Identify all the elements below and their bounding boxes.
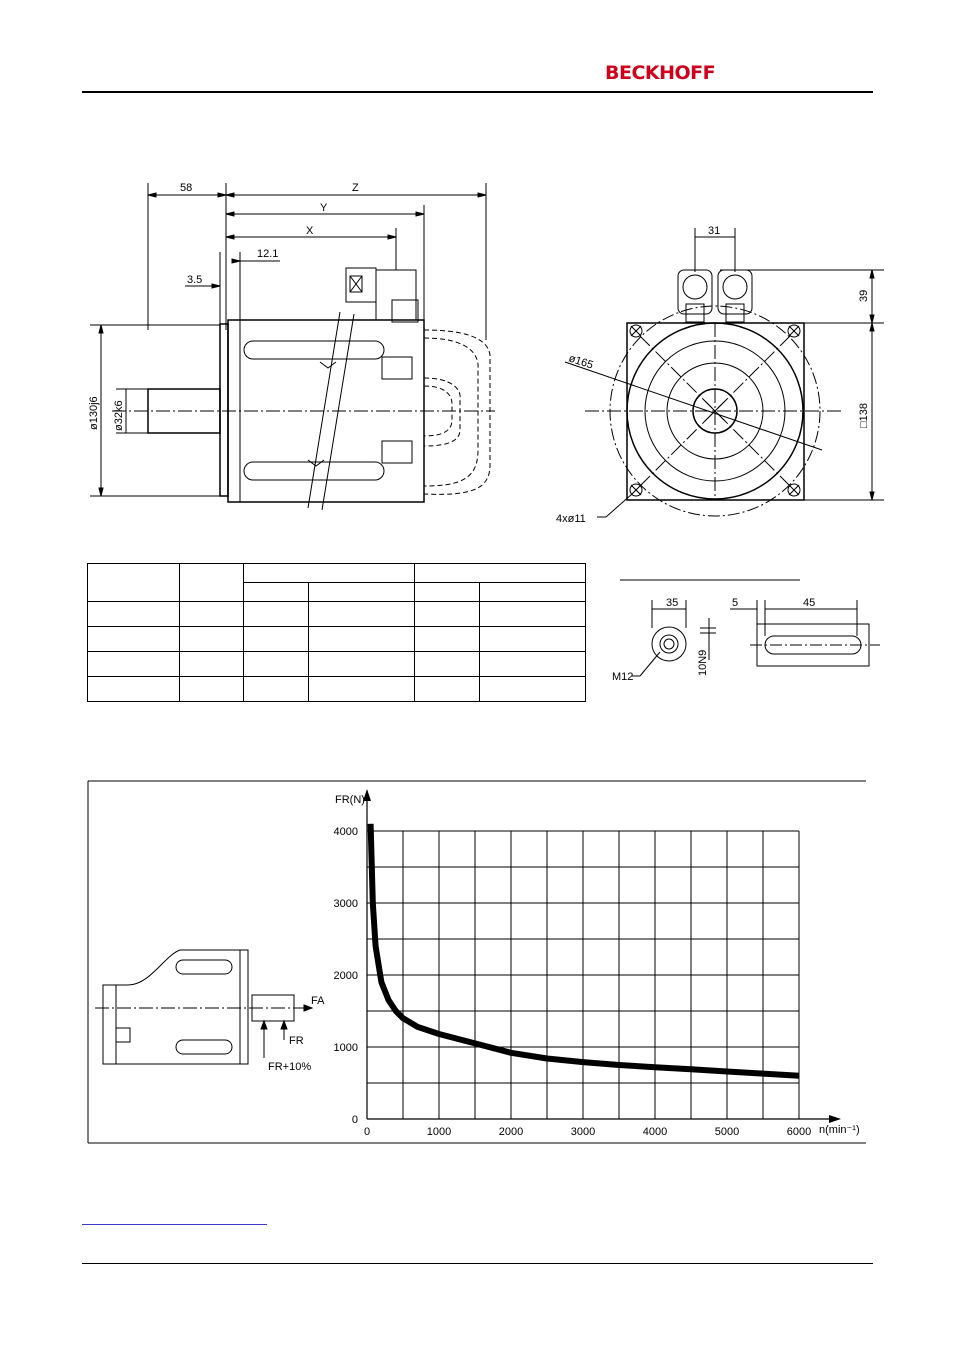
table-row	[87, 676, 586, 702]
table-cell	[243, 563, 415, 583]
dim-35: 35	[666, 597, 678, 609]
table-row	[87, 626, 586, 652]
table-row	[87, 601, 586, 627]
x-tick-label: 5000	[715, 1126, 739, 1138]
spec-table	[87, 563, 586, 702]
dim-flange: ø130j6	[88, 396, 100, 430]
y-tick-label: 1000	[334, 1042, 358, 1054]
dim-39: 39	[858, 290, 870, 302]
dimension-labels: 58 Z Y X 12.1 3.5 ø130j6 ø32k6 31 39 □13…	[88, 182, 870, 1073]
force-radial-plus-label: FR+10%	[268, 1061, 311, 1073]
table-cell	[87, 563, 180, 602]
y-axis-arrow	[363, 789, 371, 801]
link-underline[interactable]	[82, 1224, 267, 1225]
y-tick-label: 0	[352, 1114, 358, 1126]
x-tick-label: 1000	[427, 1126, 451, 1138]
table-cell	[243, 582, 309, 602]
x-tick-label: 2000	[499, 1126, 523, 1138]
dim-shaft: ø32k6	[113, 400, 125, 431]
table-cell	[179, 563, 244, 602]
x-axis-arrow	[829, 1115, 841, 1123]
x-tick-label: 3000	[571, 1126, 595, 1138]
series-line	[367, 823, 800, 1079]
dim-key: 10N9	[697, 650, 709, 676]
shaft-detail	[620, 579, 880, 677]
x-tick-label: 0	[364, 1126, 370, 1138]
y-axis-label: FR(N)	[335, 794, 365, 806]
table-row	[87, 651, 586, 677]
dim-165: ø165	[567, 352, 595, 371]
brand-logo: BECKHOFF	[605, 62, 716, 84]
table-cell	[479, 582, 586, 602]
dim-45: 45	[803, 597, 815, 609]
x-tick-label: 6000	[787, 1126, 811, 1138]
dim-12-1: 12.1	[257, 248, 278, 260]
force-radial-label: FR	[289, 1035, 304, 1047]
dim-5: 5	[732, 597, 738, 609]
side-view	[90, 183, 495, 511]
table-cell	[414, 582, 480, 602]
dim-thread: M12	[612, 671, 633, 683]
footer-rule	[82, 1263, 873, 1264]
dim-138: □138	[858, 403, 870, 428]
dim-y: Y	[320, 202, 328, 214]
table-cell	[414, 563, 586, 583]
front-view	[564, 228, 884, 518]
dim-x: X	[306, 225, 314, 237]
dim-3-5: 3.5	[187, 274, 202, 286]
dim-31: 31	[708, 225, 720, 237]
y-tick-label: 2000	[334, 970, 358, 982]
load-chart: 0 1000 2000 3000 4000 5000 6000 0 1000 2000 3000 40…	[334, 789, 860, 1138]
dim-holes: 4xø11	[556, 513, 586, 525]
dim-58: 58	[180, 182, 192, 194]
x-tick-label: 4000	[643, 1126, 667, 1138]
header-rule	[82, 91, 873, 93]
table-cell	[308, 582, 415, 602]
dim-z: Z	[352, 182, 359, 194]
y-tick-label: 3000	[334, 898, 358, 910]
y-tick-label: 4000	[334, 826, 358, 838]
x-axis-label: n(min⁻¹)	[819, 1124, 860, 1136]
load-chart-frame	[87, 780, 866, 1144]
force-axial-label: FA	[311, 995, 325, 1007]
